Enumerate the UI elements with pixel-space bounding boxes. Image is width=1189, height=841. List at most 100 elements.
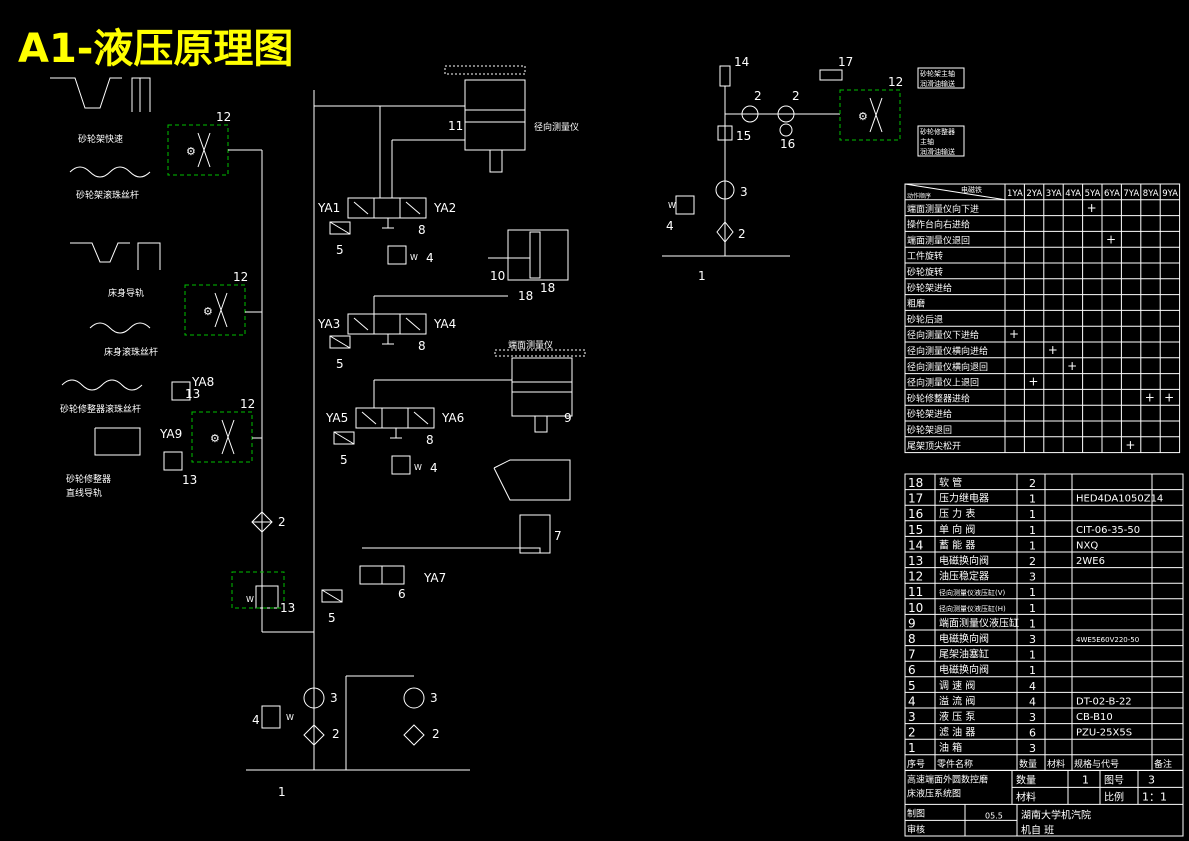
valve-13-box <box>171 381 191 401</box>
flow-arrow <box>321 589 343 603</box>
action-table-column-header: 3YA <box>1046 189 1062 199</box>
flow-arrow <box>329 335 351 349</box>
relief-valve-4 <box>391 455 411 475</box>
valve-number-8: 8 <box>418 339 426 353</box>
stabilizer-symbol: ⚙ <box>858 110 868 123</box>
parts-list-no: 18 <box>908 476 923 490</box>
pressure-switch-17 <box>819 69 843 81</box>
pump-number-3: 3 <box>430 691 438 705</box>
title-block-scale-label: 比例 <box>1104 790 1124 803</box>
parts-list-qty: 2 <box>1029 477 1036 490</box>
parts-header-spec: 规格与代号 <box>1074 758 1119 770</box>
wheel-frame-sketch <box>131 77 151 112</box>
cylinder-number-11: 11 <box>448 119 463 133</box>
dresser-guide-label-2: 直线导轨 <box>66 487 102 499</box>
action-table-column-header: 9YA <box>1162 189 1178 199</box>
action-table-row-label: 尾架顶尖松开 <box>907 440 961 452</box>
parts-list-no: 1 <box>908 741 916 755</box>
solenoid-label: YA3 <box>317 317 340 331</box>
action-table-column-header: 7YA <box>1123 189 1139 199</box>
action-table-mark: + <box>1009 327 1019 341</box>
spindle-1-box <box>917 67 965 89</box>
solenoid-label: YA2 <box>433 201 456 215</box>
parts-header-qty: 数量 <box>1019 758 1037 770</box>
action-table-row-label: 操作台向右进给 <box>907 219 970 231</box>
solenoid-label: YA5 <box>325 411 348 425</box>
relief-number-4: 4 <box>430 461 438 475</box>
dir-valve-8-center <box>373 313 401 335</box>
action-table-mark: + <box>1145 390 1155 404</box>
parts-list-spec: NXQ <box>1076 540 1098 551</box>
action-table-corner-bottom: 动作顺序 <box>907 192 931 200</box>
action-table-mark: + <box>1164 390 1174 404</box>
parts-list-name: 蓄 能 器 <box>939 538 975 551</box>
action-table-row-label: 工件旋转 <box>907 250 943 262</box>
title-block-fig-value: 3 <box>1148 773 1155 786</box>
filter-2-symbol <box>403 724 425 746</box>
action-table-mark: + <box>1087 201 1097 215</box>
parts-list-qty: 4 <box>1029 695 1036 708</box>
parts-list-no: 2 <box>908 726 916 740</box>
title-block-drawn: 制图 <box>907 807 925 819</box>
switch-number-17: 17 <box>838 55 853 69</box>
parts-list-qty: 6 <box>1029 727 1036 740</box>
filter-2-symbol <box>303 724 325 746</box>
stabilizer-arrow <box>214 292 228 328</box>
parts-list-name: 压 力 表 <box>939 507 975 520</box>
parts-list-qty: 3 <box>1029 571 1036 584</box>
parts-list-no: 17 <box>908 492 923 506</box>
parts-list-name: 调 速 阀 <box>939 679 975 692</box>
flow-valve-number-5: 5 <box>336 243 344 257</box>
valve-arrow <box>361 411 377 425</box>
radial-cylinder-11 <box>464 79 526 151</box>
pump-number-3: 3 <box>330 691 338 705</box>
dresser-screw-label: 砂轮修整器滚珠丝杆 <box>60 403 141 415</box>
bed-guide-label: 床身导轨 <box>108 287 144 299</box>
flow-arrow <box>333 431 355 445</box>
stabilizer-12-box <box>839 89 901 141</box>
stabilizer-arrow <box>197 132 211 168</box>
parts-list-spec: PZU-25X5S <box>1076 728 1132 739</box>
filter-number-2: 2 <box>278 515 286 529</box>
parts-list-name: 尾架油塞缸 <box>939 648 989 661</box>
stabilizer-symbol: ⚙ <box>203 305 213 318</box>
parts-list-name: 软 管 <box>939 476 962 489</box>
pump-3-symbol <box>715 180 735 200</box>
parts-list-no: 4 <box>908 694 916 708</box>
parts-list-qty: 3 <box>1029 742 1036 755</box>
solenoid-label: YA4 <box>433 317 456 331</box>
spindle-2c-label: 润滑油输送 <box>920 147 955 156</box>
flow-valve-number-5: 5 <box>336 357 344 371</box>
valve-arrow <box>405 201 421 215</box>
action-table-row-label: 径向测量仪上退回 <box>907 377 979 389</box>
stabilizer-arrow <box>869 97 883 133</box>
valve-arrow <box>413 411 429 425</box>
action-table-row-label: 径向测量仪横向进给 <box>907 345 988 357</box>
parts-list-qty: 1 <box>1029 493 1036 506</box>
parts-list-name: 电磁换向阀 <box>939 554 989 567</box>
parts-list-qty: 1 <box>1029 539 1036 552</box>
relief-number-4: 4 <box>252 713 260 727</box>
relief-valve-box <box>255 585 279 609</box>
action-table-row-label: 砂轮架进给 <box>907 408 952 420</box>
valve-number-13: 13 <box>280 601 295 615</box>
parts-list-qty: 1 <box>1029 602 1036 615</box>
filter-number-2: 2 <box>432 727 440 741</box>
parts-list-spec: DT-02-B-22 <box>1076 696 1132 707</box>
parts-list-name: 油压稳定器 <box>939 570 989 583</box>
ball-screw-sketch <box>61 379 143 391</box>
relief-valve-4 <box>387 245 407 265</box>
filter-2-symbol <box>716 221 734 243</box>
title-block-qty-label: 数量 <box>1016 773 1036 786</box>
parts-list-no: 13 <box>908 554 923 568</box>
end-cylinder-piston <box>511 381 573 393</box>
parts-list-no: 10 <box>908 601 923 615</box>
cylinder-number-7: 7 <box>554 529 562 543</box>
parts-header-note: 备注 <box>1154 758 1172 770</box>
accumulator-14 <box>719 65 731 87</box>
ball-screw-sketch <box>69 166 151 178</box>
action-table-column-header: 5YA <box>1085 189 1101 199</box>
pressure-line <box>362 547 541 553</box>
parts-list-name: 单 向 阀 <box>939 523 975 536</box>
